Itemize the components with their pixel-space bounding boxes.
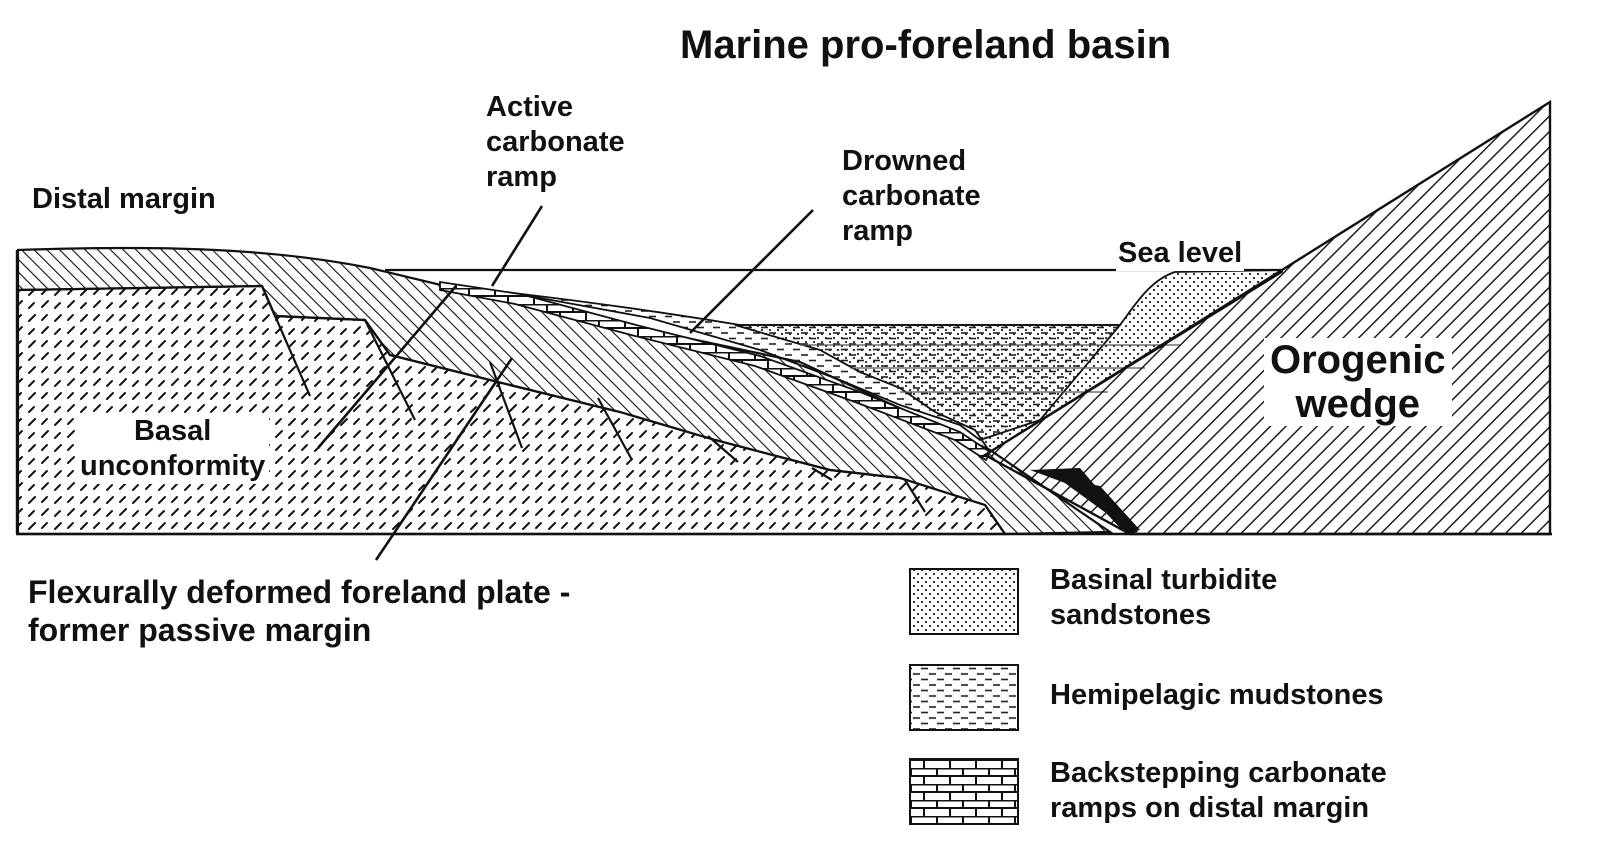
label-line: Drowned — [842, 145, 967, 177]
label-basal-unconformity: Basal unconformity — [76, 414, 270, 484]
label-line: Basinal turbidite — [1050, 564, 1278, 596]
turbidite-bedding — [800, 344, 1180, 393]
label-line: Basal — [133, 415, 212, 447]
legend-swatch-dashes — [909, 664, 1019, 731]
label-line: Orogenic — [1270, 338, 1446, 382]
label-line: Hemipelagic mudstones — [1050, 679, 1384, 711]
legend-label-turbidite: Basinal turbidite sandstones — [1050, 563, 1277, 633]
label-distal-margin: Distal margin — [32, 183, 216, 215]
label-active-carbonate-ramp: Active carbonate ramp — [486, 90, 625, 195]
label-line: ramp — [842, 215, 913, 247]
label-line: carbonate — [486, 126, 625, 158]
label-line: Backstepping carbonate — [1050, 757, 1387, 789]
legend-label-carbonate: Backstepping carbonate ramps on distal m… — [1050, 756, 1387, 826]
label-line: ramps on distal margin — [1050, 792, 1370, 824]
label-line: Flexurally deformed foreland plate - — [28, 574, 571, 610]
legend-swatch-bricks — [909, 758, 1019, 825]
label-sea-level: Sea level — [1116, 236, 1245, 271]
carbonate-ramps — [439, 280, 992, 462]
label-line: unconformity — [80, 450, 266, 482]
label-line: former passive margin — [28, 612, 372, 648]
label-line: carbonate — [842, 180, 981, 212]
label-foreland-plate: Flexurally deformed foreland plate - for… — [28, 573, 570, 649]
label-orogenic-wedge: Orogenic wedge — [1264, 338, 1452, 426]
basement-faults — [260, 285, 926, 513]
diagram-title: Marine pro-foreland basin — [680, 23, 1172, 67]
label-line: sandstones — [1050, 599, 1212, 631]
orogenic-wedge — [982, 99, 1552, 536]
legend-swatch-stipple — [909, 568, 1019, 635]
leader-lines — [317, 205, 814, 561]
label-drowned-carbonate-ramp: Drowned carbonate ramp — [842, 144, 981, 249]
label-line: wedge — [1295, 382, 1421, 426]
legend-label-mudstones: Hemipelagic mudstones — [1050, 678, 1384, 713]
label-line: Active — [486, 91, 574, 123]
label-line: ramp — [486, 161, 557, 193]
thrust-arrows-icon — [1030, 468, 1140, 534]
basinal-turbidite-sandstones — [734, 269, 1283, 454]
